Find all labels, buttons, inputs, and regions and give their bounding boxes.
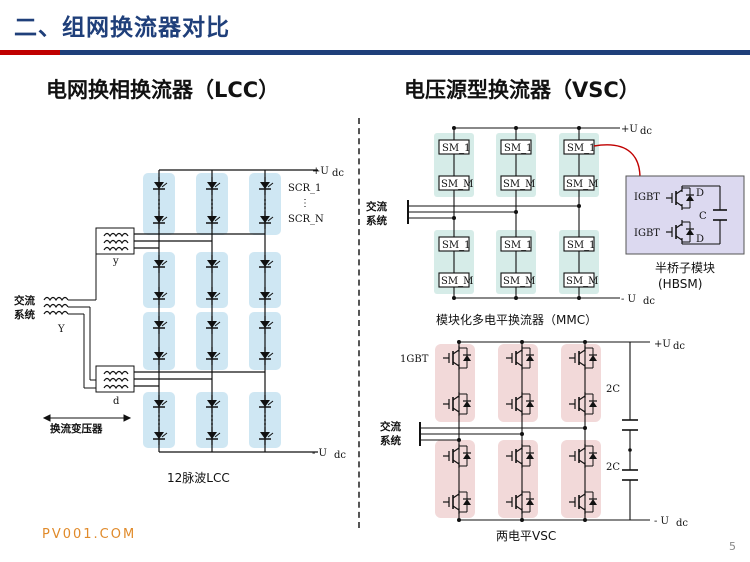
- hbsm-igbt2: IGBT: [634, 228, 660, 239]
- mmc-sm-lower-1-bottom: SM_M: [441, 276, 473, 287]
- vsc-igbt-label: 1GBT: [400, 354, 429, 365]
- mmc-sm-upper-2-top: SM_1: [504, 143, 532, 154]
- vsc-valve-upper-2: [498, 344, 538, 422]
- lcc-label-d: d: [113, 396, 120, 407]
- vsc-heading: 电压源型换流器（VSC）: [404, 78, 640, 102]
- lcc-diagram: [42, 169, 318, 453]
- hbsm-d1: D: [696, 188, 704, 199]
- vsc-caption: 两电平VSC: [496, 529, 556, 543]
- lcc-scr-dots: ⋮: [300, 198, 310, 209]
- mmc-udc-minus-sub: dc: [643, 296, 655, 307]
- vsc-valve-lower-3: [561, 440, 601, 518]
- vsc-ac-system-2: 系统: [380, 434, 401, 447]
- lcc-udc-plus-sub: dc: [332, 168, 344, 179]
- vsc-valve-upper-3: [561, 344, 601, 422]
- mmc-sm-lower-2-top: SM_1: [504, 240, 532, 251]
- mmc-udc-minus: - U: [621, 294, 636, 305]
- vsc-cap-bottom: 2C: [606, 462, 620, 473]
- mmc-diagram: [407, 126, 745, 300]
- mmc-sm-upper-2-bottom: SM_M: [503, 179, 535, 190]
- mmc-caption: 模块化多电平换流器（MMC）: [436, 313, 597, 327]
- vsc-ac-system-1: 交流: [380, 420, 401, 433]
- lcc-udc-minus: - U: [312, 448, 327, 459]
- slide-title: 二、组网换流器对比: [14, 15, 230, 41]
- title-rule: [0, 50, 750, 55]
- lcc-label-Y: Y: [57, 324, 65, 335]
- mmc-udc-plus: +U: [621, 124, 638, 135]
- vsc-udc-plus-sub: dc: [673, 341, 685, 352]
- lcc-heading: 电网换相换流器（LCC）: [46, 78, 280, 102]
- vsc-valve-lower-2: [498, 440, 538, 518]
- mmc-udc-plus-sub: dc: [640, 126, 652, 137]
- lcc-ac-system-2: 系统: [14, 308, 35, 321]
- mmc-ac-system-1: 交流: [366, 200, 387, 213]
- vsc-udc-minus-sub: dc: [676, 518, 688, 529]
- vsc-valve-lower-1: [435, 440, 475, 518]
- lcc-caption: 12脉波LCC: [167, 470, 230, 485]
- vsc-valve-upper-1: [435, 344, 475, 422]
- lcc-transformer-label: 换流变压器: [50, 422, 103, 435]
- mmc-sm-lower-2-bottom: SM_M: [503, 276, 535, 287]
- lcc-label-y: y: [112, 256, 119, 267]
- lcc-udc-plus: +U: [312, 166, 329, 177]
- vsc-udc-minus: - U: [654, 516, 669, 527]
- mmc-sm-upper-1-top: SM_1: [442, 143, 470, 154]
- mmc-sm-lower-3-bottom: SM_M: [566, 276, 598, 287]
- page-number: 5: [729, 540, 736, 553]
- mmc-ac-system-2: 系统: [366, 214, 387, 227]
- vsc-udc-plus: +U: [654, 339, 671, 350]
- lcc-udc-minus-sub: dc: [334, 450, 346, 461]
- vsc2-diagram: [419, 340, 650, 522]
- lcc-scr-1: SCR_1: [288, 183, 321, 194]
- hbsm-title: 半桥子模块: [655, 261, 715, 275]
- vsc-cap-top: 2C: [606, 384, 620, 395]
- hbsm-box: [625, 175, 745, 255]
- hbsm-d2: D: [696, 234, 704, 245]
- hbsm-abbr: (HBSM): [658, 277, 702, 291]
- mmc-sm-lower-3-top: SM_1: [567, 240, 595, 251]
- mmc-sm-lower-1-top: SM_1: [442, 240, 470, 251]
- mmc-sm-upper-1-bottom: SM_M: [441, 179, 473, 190]
- hbsm-csm: C: [699, 211, 707, 222]
- watermark: PV001.COM: [42, 527, 137, 542]
- lcc-scr-n: SCR_N: [288, 214, 324, 225]
- hbsm-igbt1: IGBT: [634, 192, 660, 203]
- mmc-sm-upper-3-top: SM_1: [567, 143, 595, 154]
- lcc-ac-system-1: 交流: [14, 294, 35, 307]
- mmc-sm-upper-3-bottom: SM_M: [566, 179, 598, 190]
- section-divider: [358, 118, 360, 528]
